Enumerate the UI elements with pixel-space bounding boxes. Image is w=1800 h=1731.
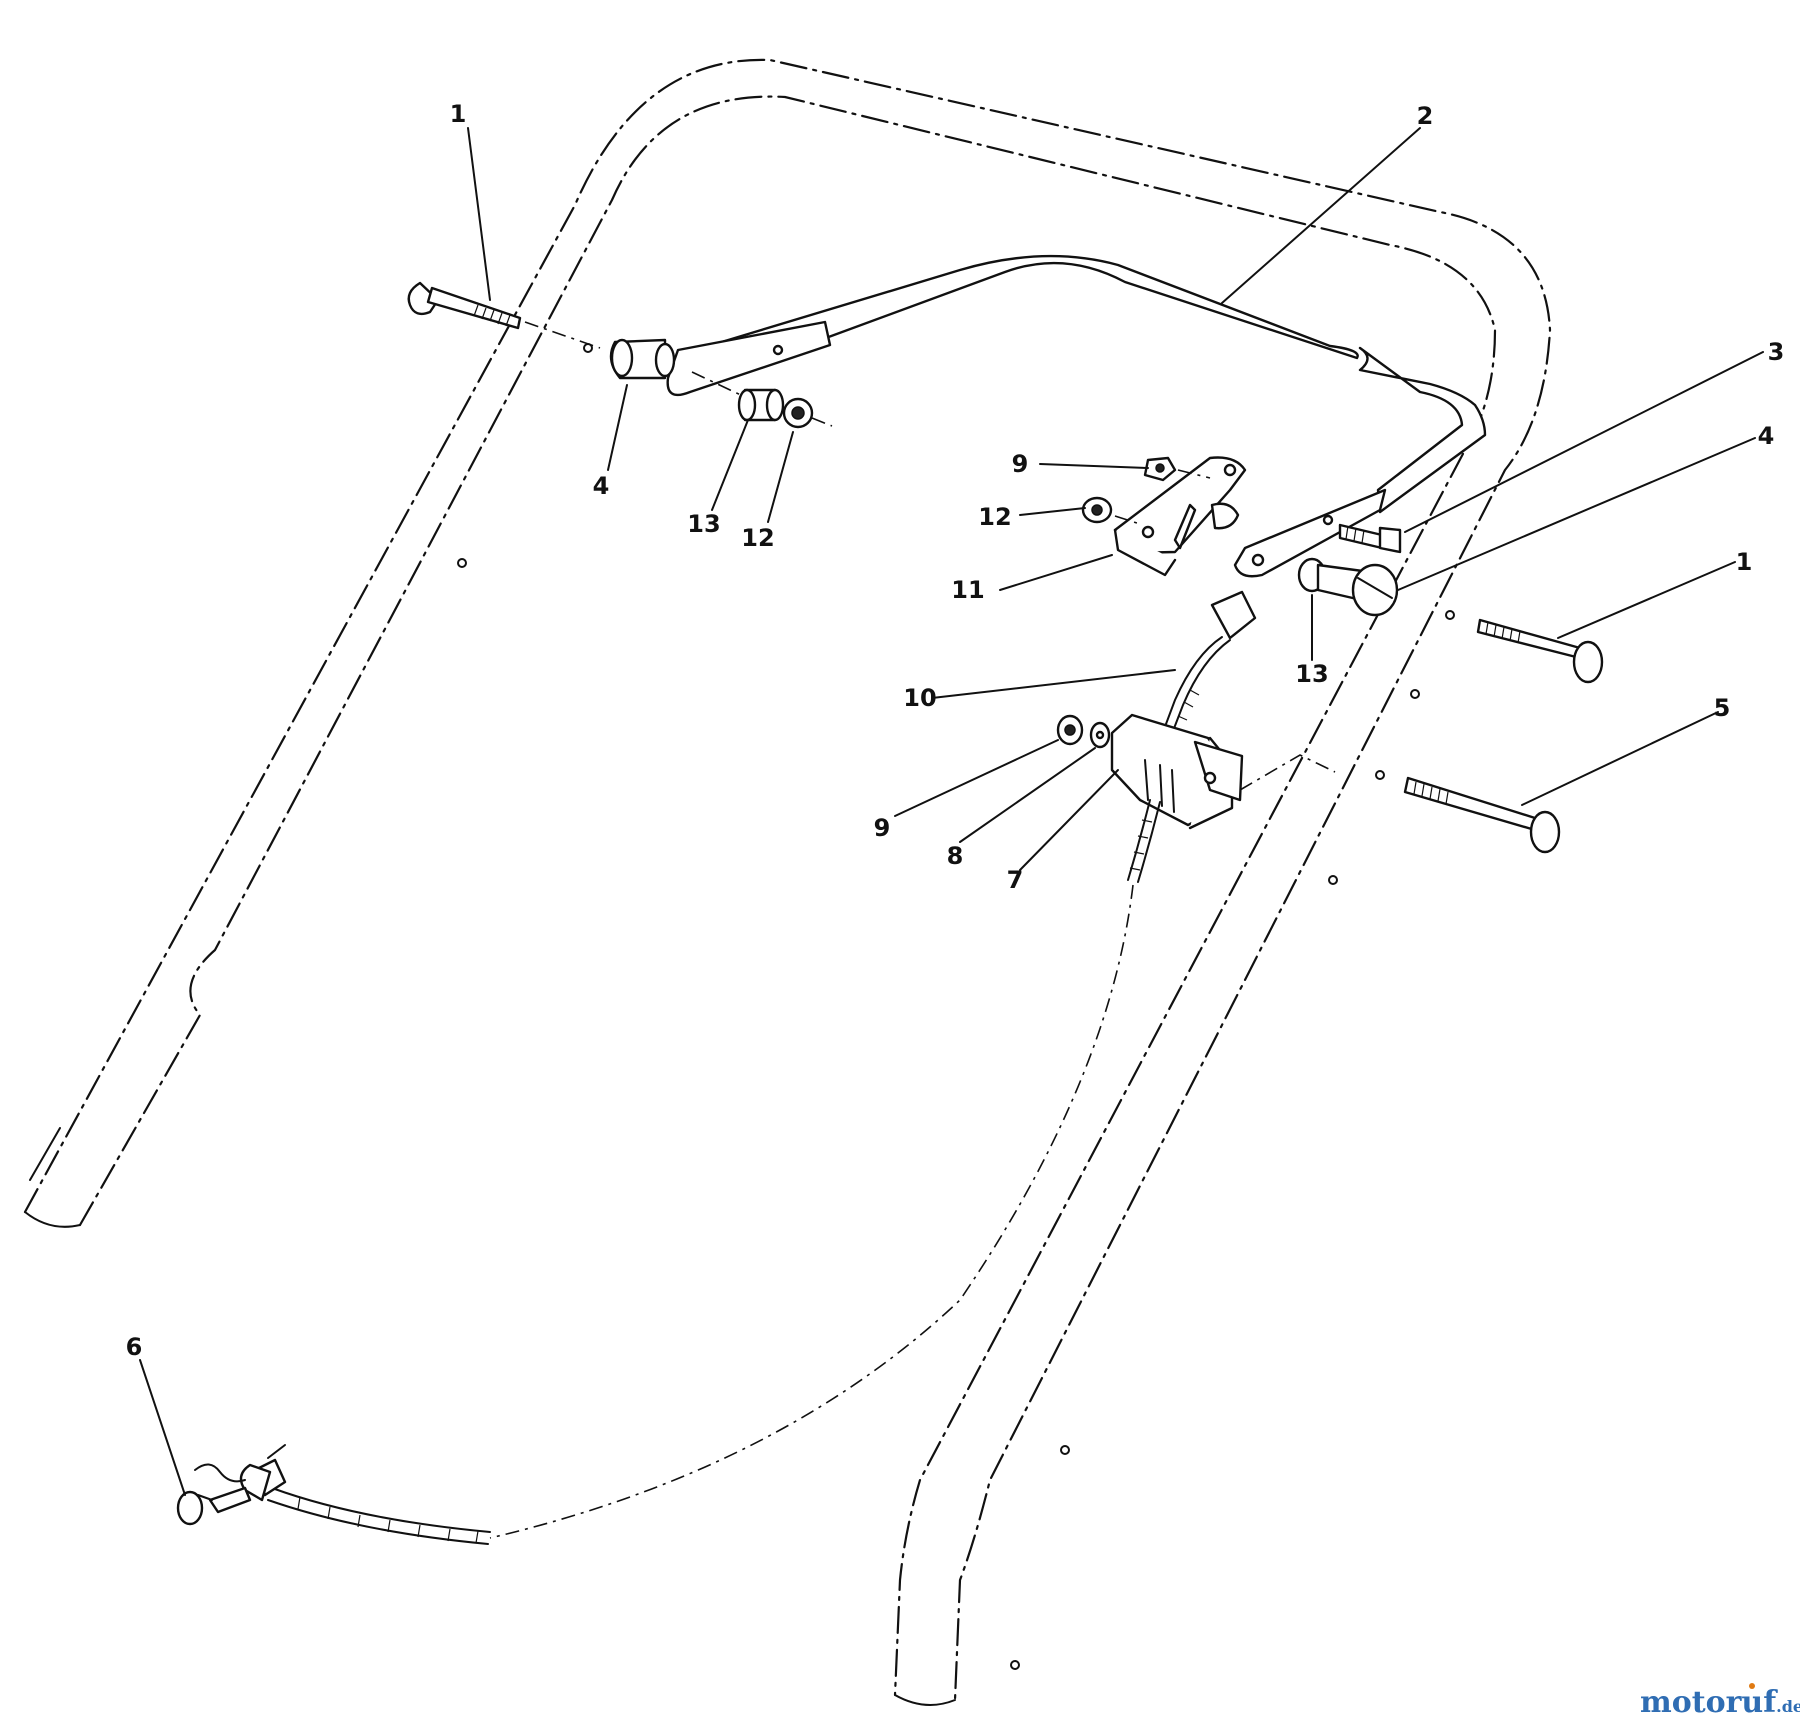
callout-1-right: 1	[1736, 548, 1753, 576]
callout-13-left: 13	[687, 510, 720, 538]
cable-assembly	[176, 590, 1336, 1545]
travel-bail	[666, 254, 1487, 578]
callout-12-left: 12	[741, 524, 774, 552]
callout-4-right: 4	[1758, 422, 1775, 450]
callout-9-top: 9	[1012, 450, 1029, 478]
leader-lines	[139, 127, 1764, 1496]
watermark-suffix: .de	[1776, 1697, 1800, 1716]
right-spacer-and-pivot	[1297, 557, 1399, 617]
watermark-accent-dot	[1749, 1683, 1755, 1689]
watermark-logo: motoruf.de	[1640, 1683, 1800, 1720]
left-spacer-and-nut	[691, 371, 833, 429]
callout-1-left: 1	[450, 100, 467, 128]
right-nuts	[1081, 456, 1211, 525]
callout-12-right: 12	[978, 503, 1011, 531]
callout-6: 6	[126, 1333, 143, 1361]
callout-5: 5	[1714, 694, 1731, 722]
callout-4-left: 4	[593, 472, 610, 500]
callout-7: 7	[1007, 866, 1024, 894]
callout-11: 11	[951, 576, 984, 604]
watermark-brand: motoruf	[1640, 1685, 1778, 1720]
callout-10: 10	[903, 684, 936, 712]
callout-13-right: 13	[1295, 660, 1328, 688]
bolt-3	[1338, 523, 1402, 554]
right-carriage-bolts	[1403, 618, 1604, 854]
handle-frame	[23, 58, 1552, 1706]
left-pivot-spacer	[609, 338, 676, 380]
callout-numbers: 1 2 4 13 12 3 4 1 9 12 11 13 10 5 9 8 7 …	[126, 100, 1785, 1361]
callout-3: 3	[1768, 338, 1785, 366]
left-carriage-bolt	[407, 281, 601, 349]
callout-8: 8	[947, 842, 964, 870]
bracket-11	[1113, 456, 1247, 577]
svg-text:motoruf.de: motoruf.de	[1640, 1685, 1800, 1720]
callout-2: 2	[1417, 102, 1434, 130]
callout-9-bottom: 9	[874, 814, 891, 842]
